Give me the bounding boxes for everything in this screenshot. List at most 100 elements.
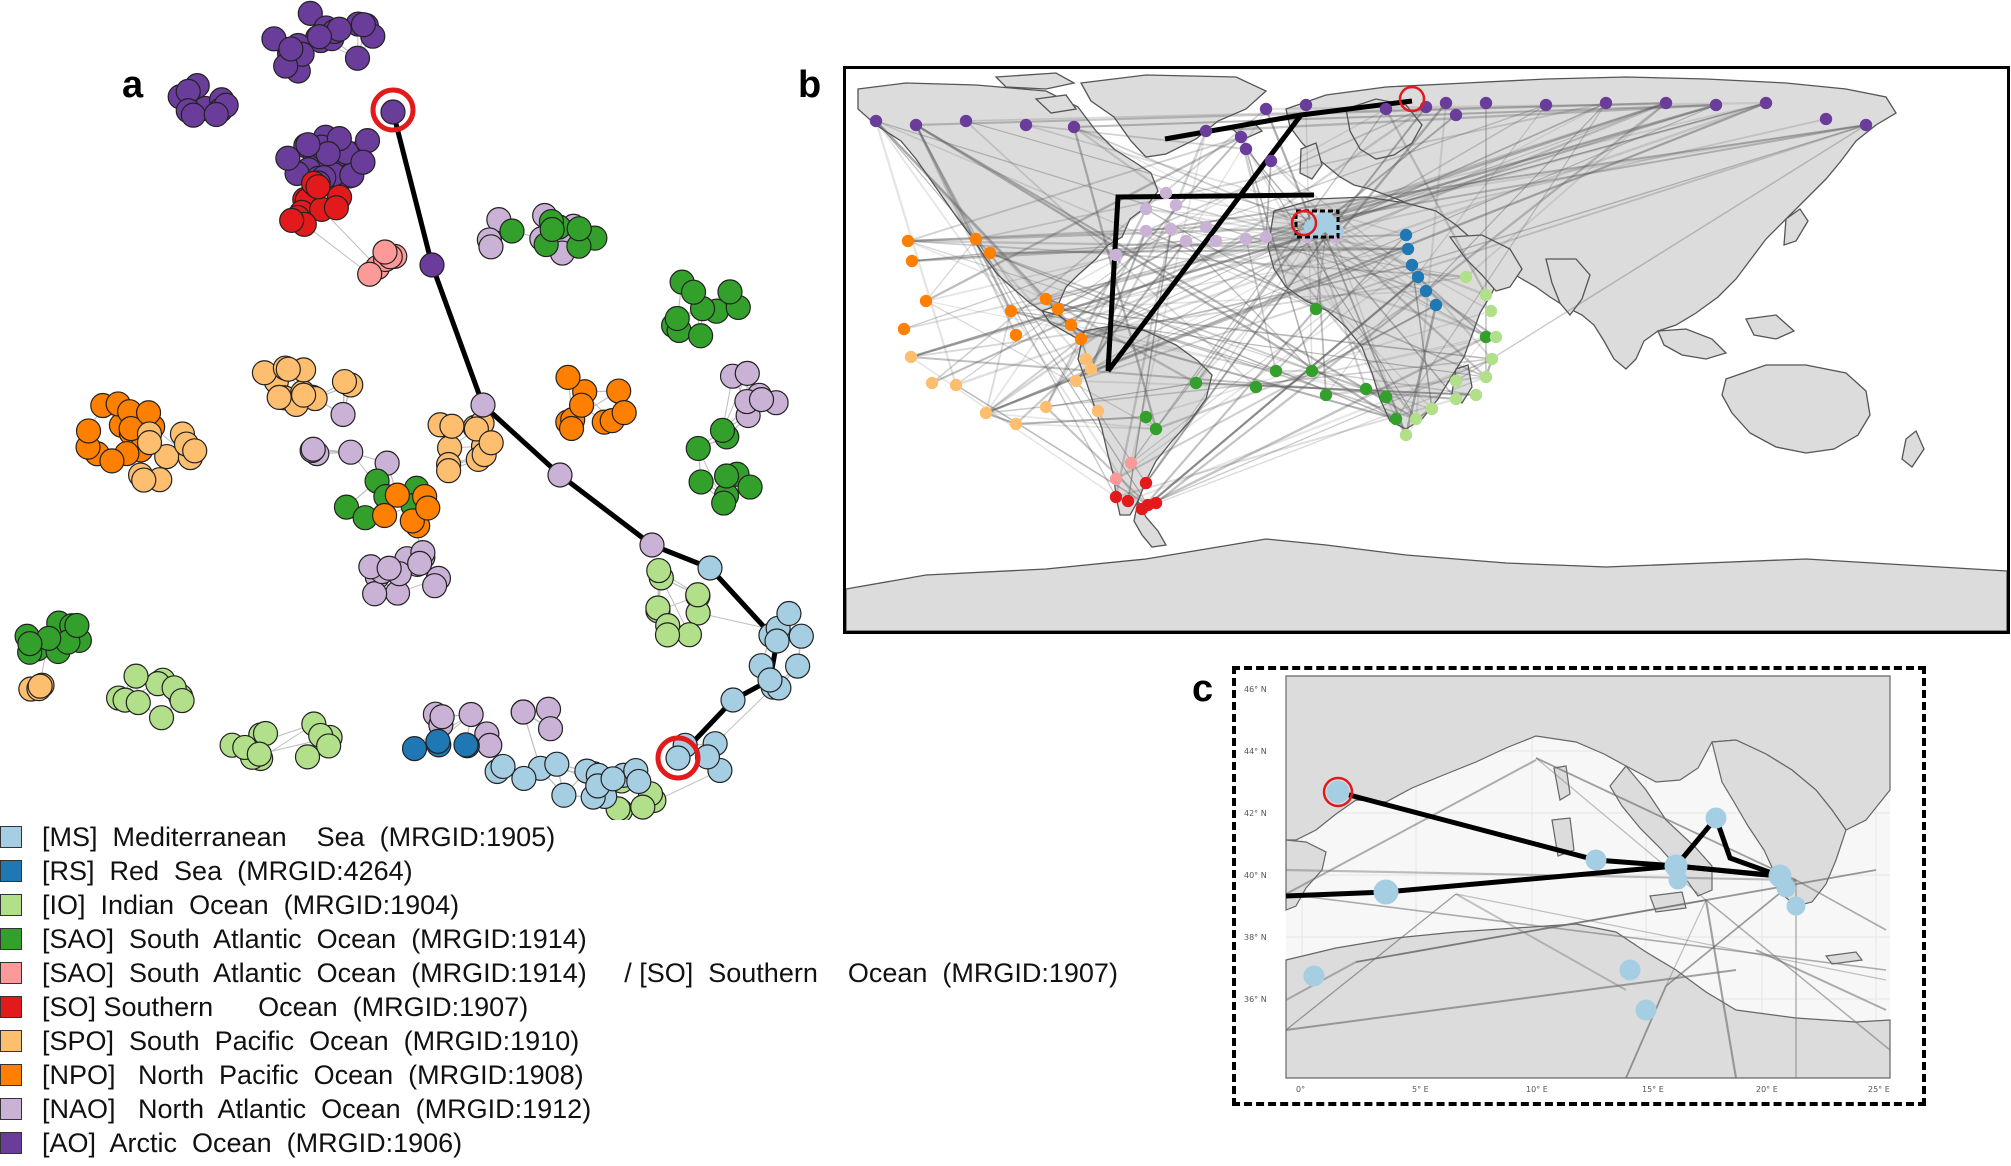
map-node bbox=[1264, 154, 1278, 168]
path-node bbox=[720, 687, 746, 713]
shortest-path-line bbox=[390, 111, 780, 760]
legend-label: [SAO] South Atlantic Ocean (MRGID:1914) … bbox=[42, 957, 1118, 988]
map-node bbox=[1189, 376, 1203, 390]
legend-item: [SO] Southern Ocean (MRGID:1907) bbox=[0, 990, 528, 1024]
network-node bbox=[401, 735, 428, 762]
legend-swatch bbox=[0, 996, 22, 1018]
map-node bbox=[979, 406, 993, 420]
map-edge bbox=[1270, 160, 1325, 218]
map-node bbox=[1759, 96, 1773, 110]
network-node bbox=[203, 101, 229, 128]
network-node bbox=[331, 368, 358, 395]
lat-label: 46° N bbox=[1244, 685, 1267, 694]
map-edge bbox=[1195, 230, 1339, 384]
network-node bbox=[246, 741, 272, 767]
map-node bbox=[1139, 476, 1153, 490]
network-node bbox=[182, 438, 208, 464]
network-node bbox=[125, 689, 151, 716]
map-node bbox=[1659, 96, 1673, 110]
map-nodes bbox=[869, 96, 1873, 516]
legend-swatch bbox=[0, 894, 22, 916]
legend-label: [NPO] North Pacific Ocean (MRGID:1908) bbox=[42, 1059, 584, 1090]
legend-item: [SAO] South Atlantic Ocean (MRGID:1914) bbox=[0, 922, 587, 956]
map-edge bbox=[1130, 108, 1387, 464]
map-edge bbox=[1045, 382, 1197, 408]
network-node bbox=[711, 490, 737, 516]
map-edge bbox=[985, 412, 1157, 430]
map-node bbox=[1069, 374, 1083, 388]
map-edge bbox=[910, 227, 1332, 359]
inset-edge bbox=[1665, 879, 1797, 987]
map-edge bbox=[1045, 298, 1417, 420]
map-edge bbox=[965, 120, 1317, 222]
network-node bbox=[566, 216, 592, 242]
map-edge bbox=[1010, 310, 1487, 378]
legend-swatch bbox=[0, 1132, 22, 1154]
network-node bbox=[429, 704, 455, 730]
map-edge bbox=[1185, 239, 1497, 339]
map-edge bbox=[1275, 234, 1407, 372]
map-edge bbox=[1057, 248, 1409, 310]
network-node bbox=[478, 430, 504, 456]
network-node bbox=[511, 765, 537, 792]
legend-swatch bbox=[0, 1098, 22, 1120]
map-node bbox=[1485, 352, 1499, 366]
map-edge bbox=[911, 252, 991, 262]
map-edge bbox=[1311, 290, 1427, 372]
map-edge bbox=[1130, 130, 1207, 464]
map-edge bbox=[1240, 136, 1407, 436]
network-node bbox=[748, 386, 775, 413]
network-node bbox=[300, 436, 326, 462]
map-node bbox=[1149, 422, 1163, 436]
map-edge bbox=[1255, 336, 1487, 388]
network-node bbox=[499, 218, 525, 244]
map-path-segment bbox=[1105, 192, 1315, 372]
map-node bbox=[1389, 412, 1403, 426]
inset-node bbox=[1635, 999, 1657, 1021]
inset-node bbox=[1619, 959, 1641, 981]
legend-item: [NPO] North Pacific Ocean (MRGID:1908) bbox=[0, 1058, 584, 1092]
map-node bbox=[1319, 388, 1333, 402]
map-edge bbox=[1010, 101, 1767, 313]
map-node bbox=[1539, 98, 1553, 112]
inset-region-box bbox=[1294, 209, 1340, 239]
network-node bbox=[626, 768, 652, 795]
lon-label: 5° E bbox=[1412, 1085, 1429, 1094]
map-edge bbox=[1411, 264, 1433, 410]
map-edge bbox=[1073, 126, 1167, 194]
map-node bbox=[1064, 318, 1078, 332]
map-node bbox=[1379, 102, 1393, 116]
map-node bbox=[904, 350, 918, 364]
map-node bbox=[1439, 96, 1453, 110]
network-node bbox=[664, 305, 690, 332]
map-edge bbox=[925, 238, 977, 302]
map-node bbox=[1599, 96, 1613, 110]
path-node bbox=[419, 252, 445, 278]
map-node bbox=[1139, 224, 1153, 238]
network-node bbox=[357, 261, 383, 287]
map-edge bbox=[1145, 224, 1335, 484]
map-node bbox=[1299, 98, 1313, 112]
path-node bbox=[470, 392, 496, 418]
map-node bbox=[1109, 490, 1123, 504]
map-edge bbox=[1155, 369, 1313, 431]
map-node bbox=[1459, 270, 1473, 284]
map-edge bbox=[1330, 228, 1407, 436]
network-node bbox=[275, 145, 301, 171]
map-edge bbox=[1080, 226, 1323, 340]
lon-label: 20° E bbox=[1756, 1085, 1778, 1094]
map-edge bbox=[1174, 130, 1208, 206]
lat-label: 42° N bbox=[1244, 809, 1267, 818]
map-edge bbox=[925, 102, 1767, 302]
map-edge bbox=[1127, 357, 1493, 503]
network-node bbox=[330, 401, 356, 428]
network-node bbox=[372, 502, 398, 529]
map-node bbox=[1359, 382, 1373, 396]
map-node bbox=[905, 254, 919, 268]
network-node bbox=[251, 360, 278, 386]
map-edge bbox=[1141, 308, 1317, 510]
map-node bbox=[969, 232, 983, 246]
network-node bbox=[558, 415, 585, 442]
lon-label: 25° E bbox=[1868, 1085, 1890, 1094]
map-edge bbox=[1147, 276, 1419, 506]
